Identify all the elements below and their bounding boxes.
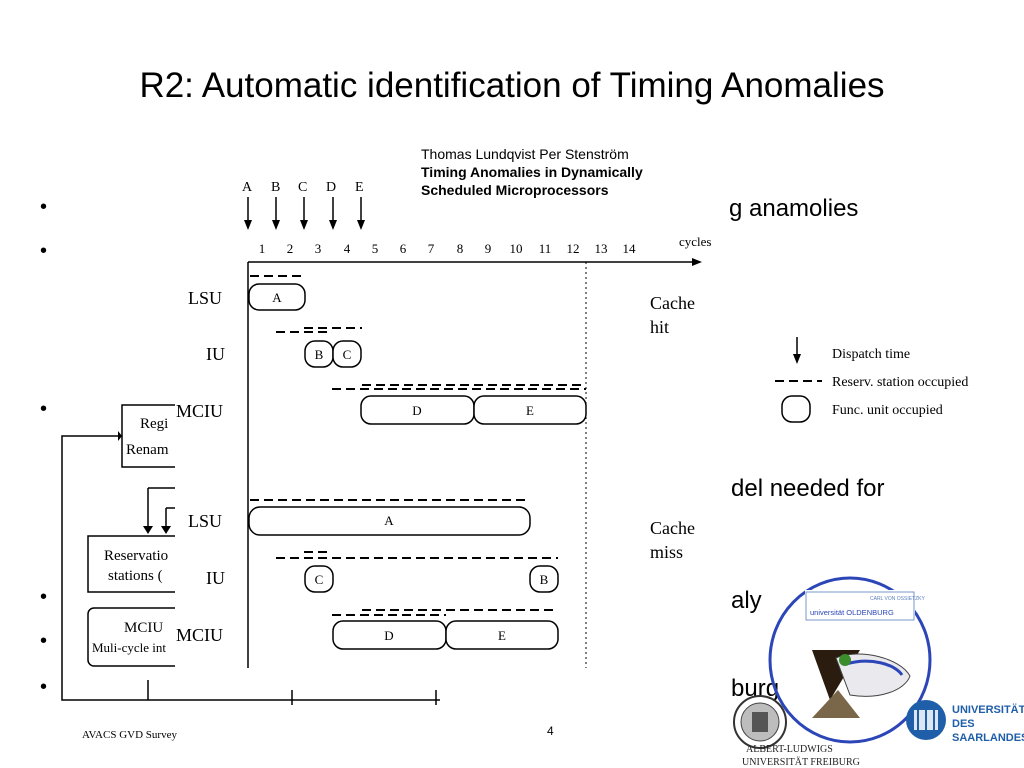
paper-title-2: Scheduled Microprocessors xyxy=(421,182,609,198)
miss-bar-a: A xyxy=(384,513,394,528)
hit-bar-a: A xyxy=(272,290,282,305)
freiburg-name-2: UNIVERSITÄT FREIBURG xyxy=(742,756,860,768)
miss-bar-c: C xyxy=(315,572,324,587)
mciu-box-label-2: Muli-cycle int xyxy=(92,640,166,655)
cycle-1: 1 xyxy=(259,241,266,256)
page-number: 4 xyxy=(547,724,554,738)
cycle-12: 12 xyxy=(567,241,580,256)
unit-labels: LSU IU MCIU LSU IU MCIU xyxy=(176,288,225,645)
cycle-13: 13 xyxy=(595,241,608,256)
register-label-2: Renam xyxy=(126,442,169,458)
instr-label-c: C xyxy=(298,180,307,195)
lsu-label-hit: LSU xyxy=(188,288,222,308)
oldenburg-top-text: CARL VON OSSIETZKY xyxy=(870,596,925,602)
hit-bar-d: D xyxy=(412,403,421,418)
slide-title: R2: Automatic identification of Timing A… xyxy=(139,66,885,105)
legend-dispatch: Dispatch time xyxy=(832,347,910,362)
ring-emblem xyxy=(768,576,932,744)
instr-label-e: E xyxy=(355,180,364,195)
reservation-label-2: stations ( xyxy=(108,568,163,584)
mciu-label-hit: MCIU xyxy=(176,401,223,421)
saarland-logo: UNIVERSITÄT DES SAARLANDES xyxy=(906,700,1024,744)
paper-title-1: Timing Anomalies in Dynamically xyxy=(421,164,643,180)
hit-bar-e: E xyxy=(526,403,534,418)
instr-label-a: A xyxy=(242,180,253,195)
cache-hit-label-1: Cache xyxy=(650,293,695,313)
oldenburg-name: universität OLDENBURG xyxy=(810,608,894,617)
miss-bar-b: B xyxy=(540,572,549,587)
mciu-box-label-1: MCIU xyxy=(124,620,163,636)
legend: Dispatch time Reserv. station occupied F… xyxy=(775,337,968,423)
register-label-1: Regi xyxy=(140,416,168,432)
freiburg-seal-icon xyxy=(733,695,787,749)
cycle-14: 14 xyxy=(623,241,637,256)
instr-label-b: B xyxy=(271,180,280,195)
miss-bar-e: E xyxy=(498,628,506,643)
dispatch-arrow-icon xyxy=(793,354,801,364)
miss-bar-d: D xyxy=(384,628,393,643)
bullet-dot: • xyxy=(40,398,48,420)
cycle-5: 5 xyxy=(372,241,379,256)
func-unit-box-icon xyxy=(781,395,811,423)
saarland-name-3: SAARLANDES xyxy=(952,732,1024,744)
cycle-2: 2 xyxy=(287,241,294,256)
mciu-label-miss: MCIU xyxy=(176,625,223,645)
paper-attribution: Thomas Lundqvist Per Stenström Timing An… xyxy=(421,145,643,199)
saarland-name-2: DES xyxy=(952,718,975,730)
cycle-axis: 1 2 3 4 5 6 7 8 9 10 11 12 13 14 cycles xyxy=(248,234,711,266)
bullet-dot: • xyxy=(40,240,48,262)
cache-hit-scenario: A B C D E Cache hit xyxy=(248,275,695,425)
dispatch-arrows: A B C D E xyxy=(242,180,365,230)
footer-left: AVACS GVD Survey xyxy=(82,729,177,741)
freiburg-name-1: ALBERT-LUDWIGS xyxy=(746,744,833,755)
cycle-10: 10 xyxy=(510,241,523,256)
cycle-4: 4 xyxy=(344,241,351,256)
saarland-name-1: UNIVERSITÄT xyxy=(952,703,1024,716)
paper-authors: Thomas Lundqvist Per Stenström xyxy=(421,146,629,162)
bullet-text-2: del needed for xyxy=(731,475,885,502)
cycle-3: 3 xyxy=(315,241,322,256)
bullet-dot: • xyxy=(40,676,48,698)
lsu-label-miss: LSU xyxy=(188,511,222,531)
hit-bar-c: C xyxy=(343,347,352,362)
legend-reservation: Reserv. station occupied xyxy=(832,375,968,390)
cycle-8: 8 xyxy=(457,241,464,256)
iu-label-hit: IU xyxy=(206,344,225,364)
cache-miss-scenario: A C B D E Cache miss xyxy=(248,499,695,650)
bullet-dot: • xyxy=(40,630,48,652)
cache-miss-label-1: Cache xyxy=(650,518,695,538)
cycle-11: 11 xyxy=(539,241,552,256)
cycle-6: 6 xyxy=(400,241,407,256)
bullet-dot: • xyxy=(40,196,48,218)
iu-label-miss: IU xyxy=(206,568,225,588)
train-emblem-icon xyxy=(812,650,911,718)
cache-miss-label-2: miss xyxy=(650,542,683,562)
instr-label-d: D xyxy=(326,180,336,195)
oldenburg-logo: CARL VON OSSIETZKY universität OLDENBURG xyxy=(805,590,925,622)
hit-bar-b: B xyxy=(315,347,324,362)
cycle-7: 7 xyxy=(428,241,435,256)
cycle-9: 9 xyxy=(485,241,492,256)
bullet-text-3: aly xyxy=(731,587,762,614)
bullet-text-1: g anamolies xyxy=(729,195,859,222)
bullet-dot: • xyxy=(40,586,48,608)
cache-hit-label-2: hit xyxy=(650,317,669,337)
cycles-label: cycles xyxy=(679,234,711,249)
reservation-label-1: Reservatio xyxy=(104,548,168,564)
legend-func-unit: Func. unit occupied xyxy=(832,403,943,418)
